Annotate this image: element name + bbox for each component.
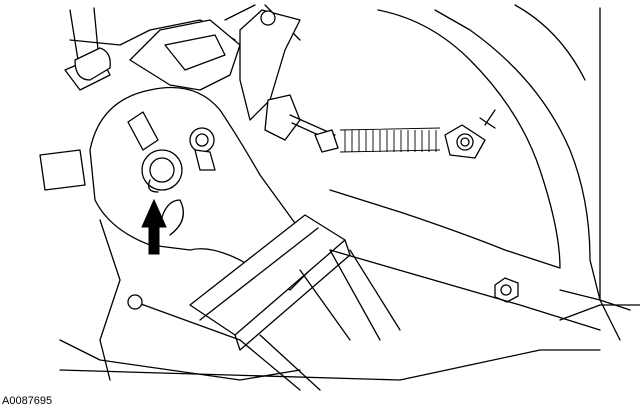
upper-bracket [129, 9, 301, 141]
callout-arrow [141, 198, 167, 255]
return-spring [289, 109, 496, 159]
lower-sleeve [127, 214, 401, 391]
pivot-assembly [127, 111, 216, 193]
mounting-bolt [329, 249, 621, 341]
frame-rails [39, 19, 640, 381]
figure-id-label: A0087695 [2, 395, 53, 407]
retaining-clip [147, 179, 159, 193]
